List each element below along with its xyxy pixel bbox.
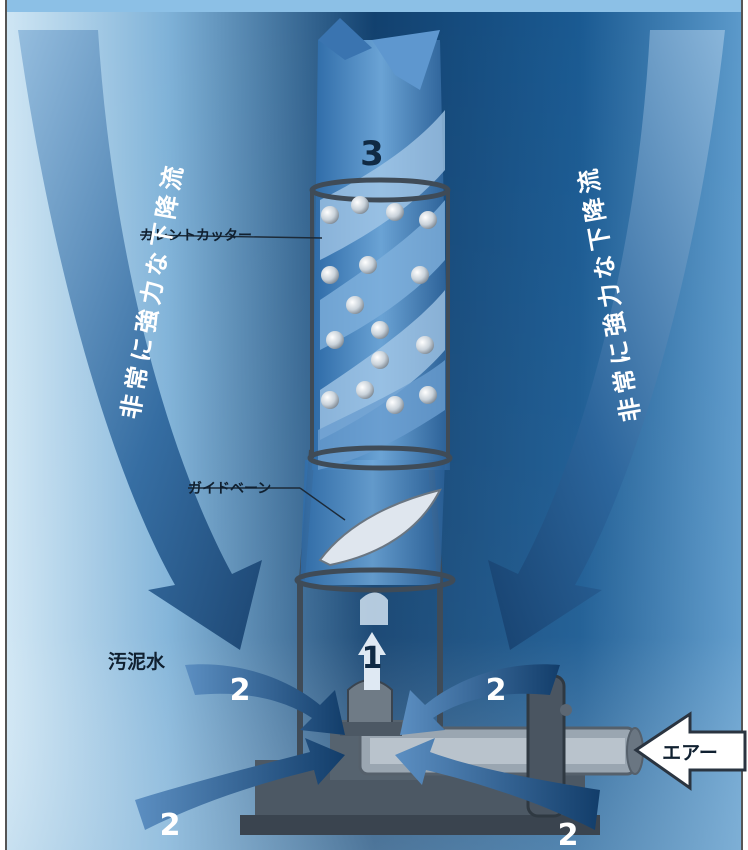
guide-vane: [318, 488, 442, 567]
right-downflow-arrow: [488, 30, 725, 650]
current-cutter-label: カレントカッター: [140, 228, 252, 244]
inflow-arrows: [135, 592, 600, 830]
flow-number-2-left-upper: 2: [230, 673, 251, 708]
left-downflow-arrow: [18, 30, 262, 650]
guide-vane-label: ガイドベーン: [188, 481, 271, 497]
air-label: エアー: [662, 742, 718, 764]
flow-number-2-right-lower: 2: [558, 818, 579, 850]
spiral-arrow-icon: [318, 18, 440, 90]
sludge-water-label: 汚泥水: [108, 651, 166, 673]
main-column: [294, 18, 456, 593]
nozzle: [340, 679, 402, 736]
flow-number-2-left-lower: 2: [160, 808, 181, 843]
air-arrow-icon: [633, 711, 747, 791]
flow-number-1: 1: [362, 641, 383, 676]
current-cutter-spheres: [321, 196, 437, 414]
flow-number-2-right-upper: 2: [486, 673, 507, 708]
flow-number-3: 3: [360, 134, 384, 174]
